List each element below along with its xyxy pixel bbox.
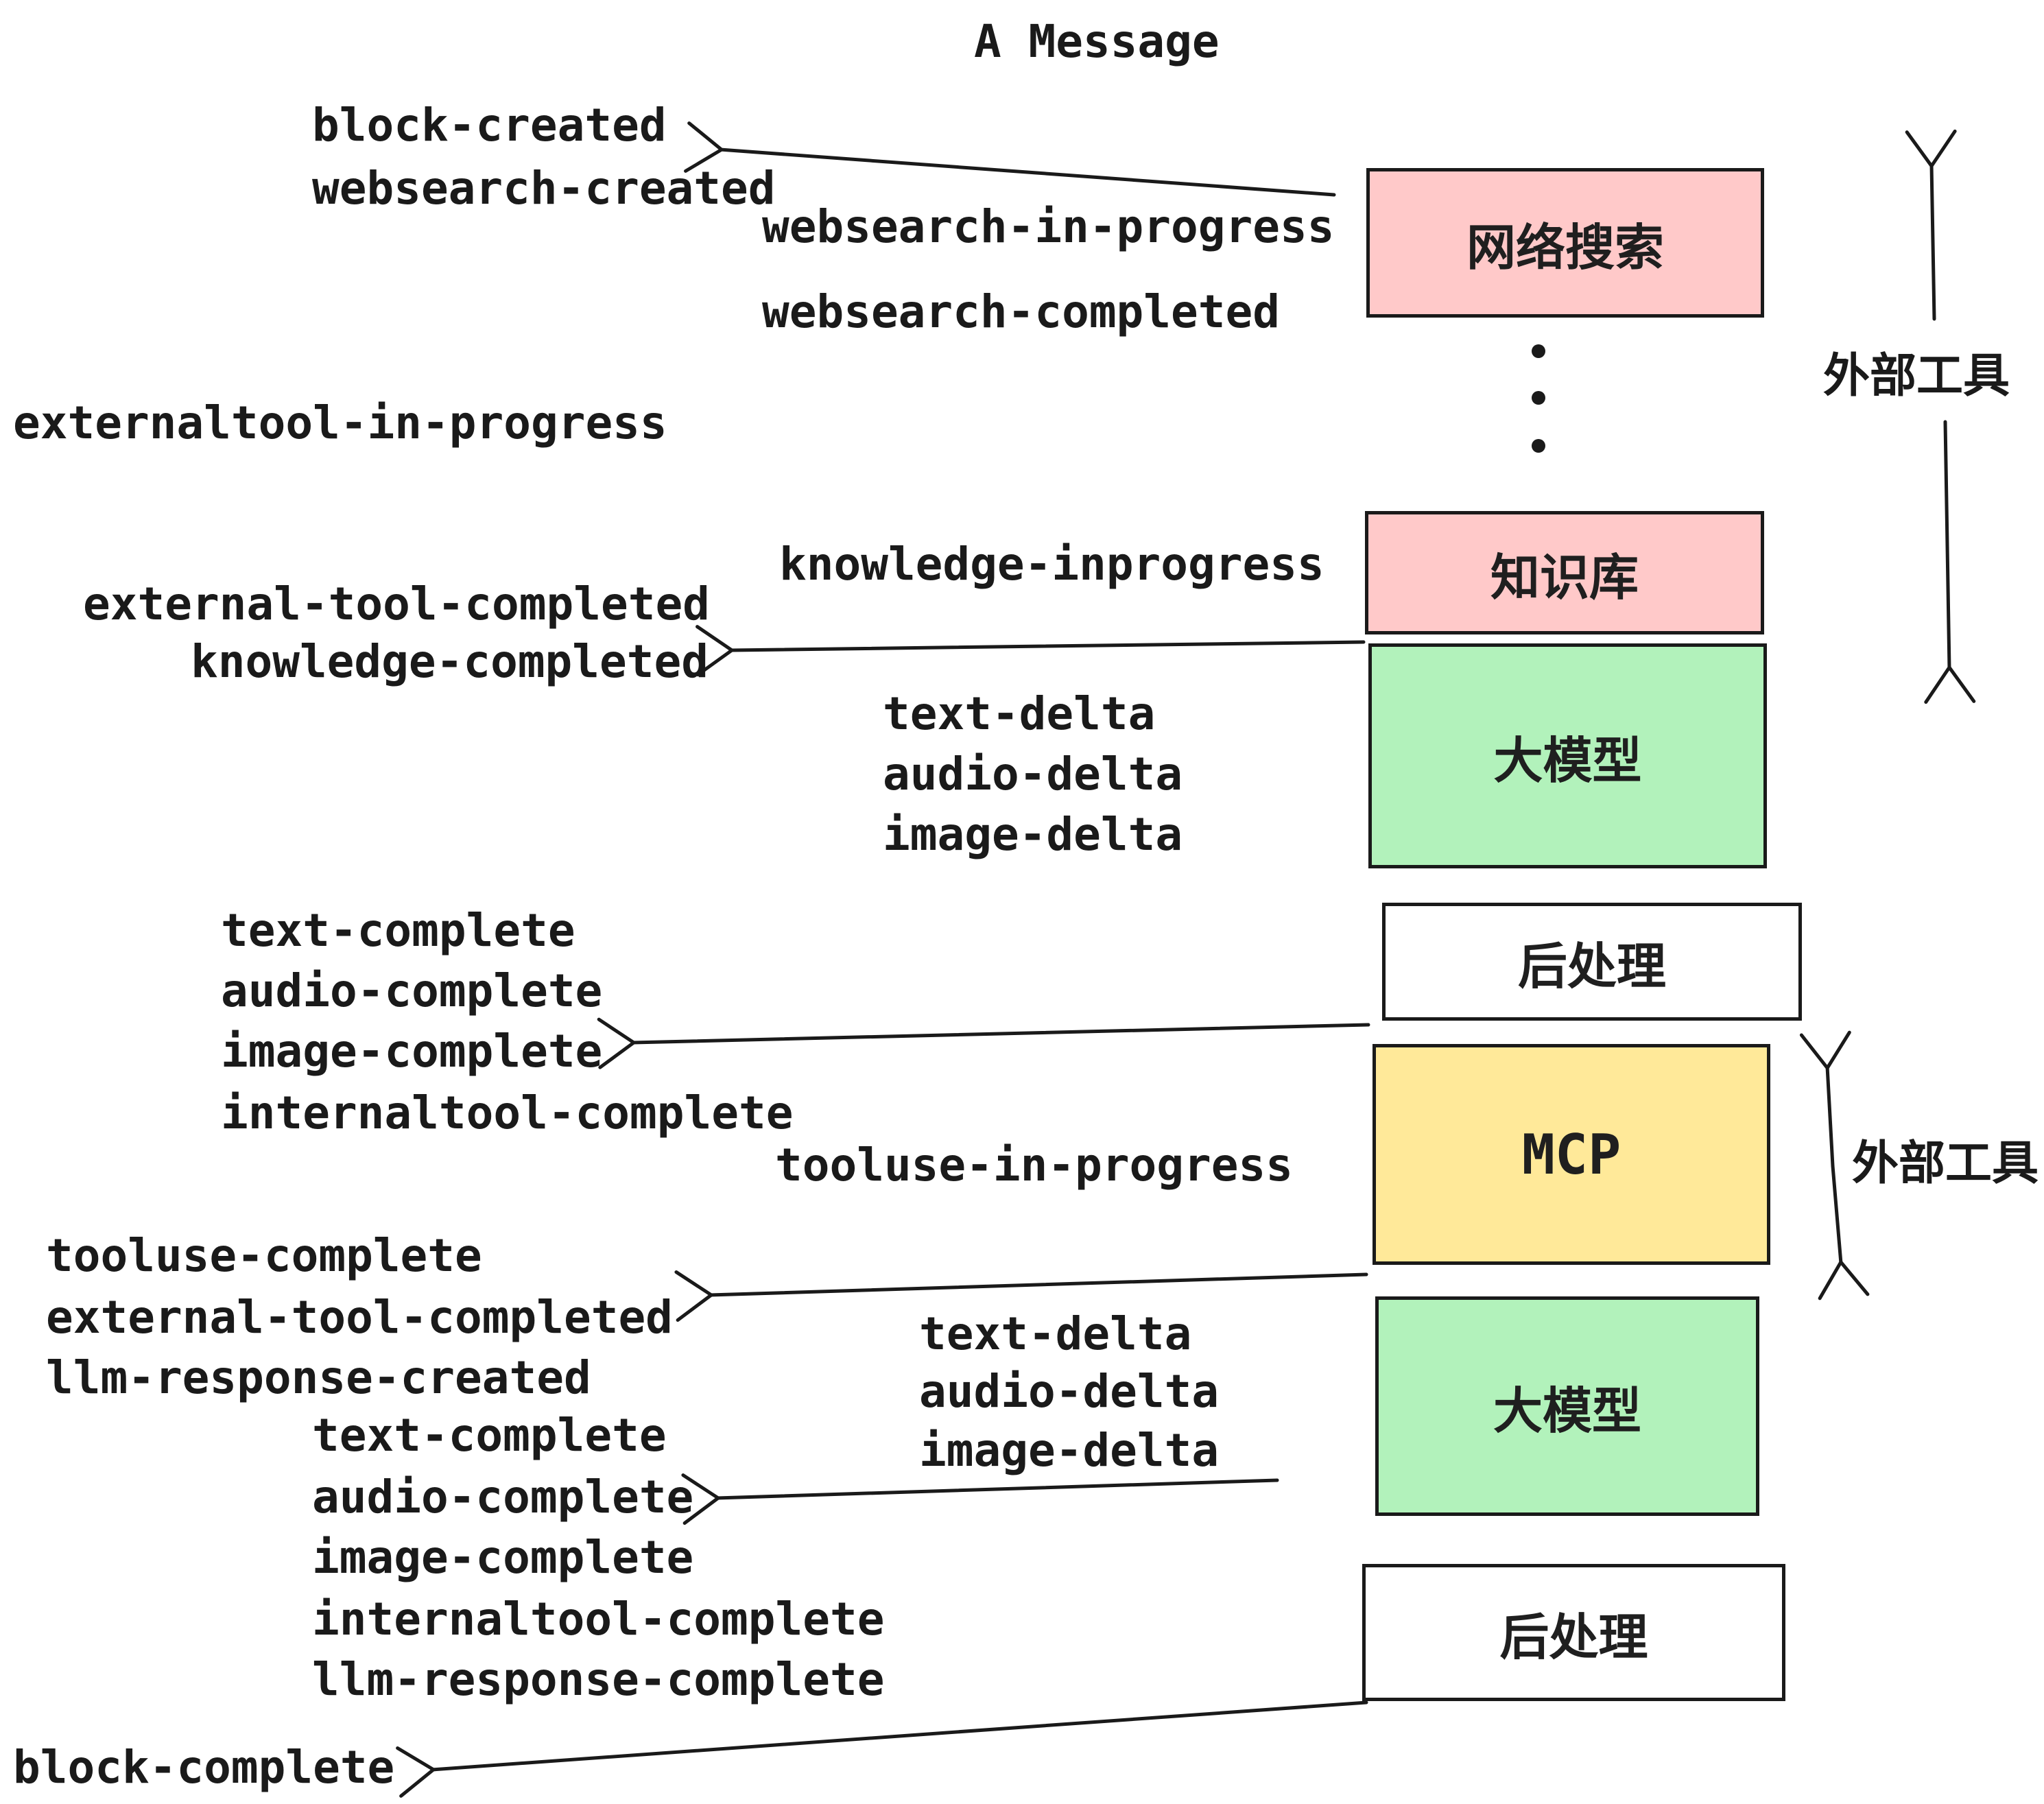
event-label-image-complete-2: image-complete (312, 1531, 694, 1584)
ellipsis-dot (1532, 391, 1545, 405)
event-label-tooluse-in-progress: tooluse-in-progress (775, 1139, 1293, 1191)
box-llm-1: 大模型 (1368, 643, 1767, 868)
external-tools-label-top: 外部工具 (1823, 349, 2010, 403)
external-tools-arrow-down-top (1924, 420, 1976, 704)
arrow-to-knowledge-completed (696, 625, 1366, 677)
box-mcp: MCP (1372, 1044, 1770, 1265)
box-postprocess-1-label: 后处理 (1517, 937, 1666, 995)
event-label-audio-complete: audio-complete (221, 964, 603, 1017)
arrow-to-tooluse-complete (674, 1270, 1368, 1322)
box-postprocess-2-label: 后处理 (1499, 1608, 1648, 1666)
event-label-text-complete: text-complete (221, 904, 575, 957)
box-knowledge: 知识库 (1365, 511, 1764, 634)
event-label-external-tool-completed: external-tool-completed (83, 578, 710, 630)
box-websearch: 网络搜索 (1366, 168, 1764, 318)
event-label-llm-response-created: llm-response-created (46, 1351, 591, 1404)
event-label-text-delta: text-delta (883, 687, 1156, 740)
event-label-image-complete: image-complete (221, 1025, 603, 1078)
diagram-title: A Message (974, 15, 1220, 68)
event-label-knowledge-inprogress: knowledge-inprogress (779, 538, 1324, 591)
event-label-externaltool-in-progress: externaltool-in-progress (13, 396, 667, 449)
arrow-to-block-created (684, 121, 1336, 197)
external-tools-label-mcp: 外部工具 (1852, 1137, 2039, 1191)
arrow-to-image-complete (597, 1017, 1370, 1069)
event-label-knowledge-completed: knowledge-completed (191, 635, 709, 688)
external-tools-arrow-down-mcp (1818, 1164, 1870, 1301)
event-label-external-tool-completed-2: external-tool-completed (46, 1291, 673, 1344)
event-label-block-created: block-created (312, 99, 667, 152)
event-label-websearch-completed: websearch-completed (762, 285, 1280, 338)
event-label-block-complete: block-complete (13, 1741, 395, 1794)
event-label-internaltool-complete-2: internaltool-complete (312, 1593, 885, 1646)
event-label-audio-delta: audio-delta (883, 748, 1183, 800)
box-postprocess-2: 后处理 (1362, 1564, 1785, 1701)
event-label-text-delta-2: text-delta (919, 1307, 1192, 1360)
arrow-to-block-complete (396, 1700, 1368, 1798)
event-label-internaltool-complete: internaltool-complete (221, 1087, 794, 1139)
event-label-image-delta-2: image-delta (919, 1424, 1220, 1477)
external-tools-arrow-up-top (1905, 129, 1957, 321)
event-label-websearch-in-progress: websearch-in-progress (762, 200, 1335, 253)
arrow-to-audio-complete (681, 1473, 1279, 1526)
external-tools-arrow-up-mcp (1799, 1030, 1851, 1168)
ellipsis-dot (1532, 344, 1545, 358)
box-websearch-label: 网络搜索 (1466, 218, 1664, 276)
event-label-tooluse-complete: tooluse-complete (46, 1229, 482, 1282)
event-label-image-delta: image-delta (883, 808, 1183, 861)
event-label-audio-complete-2: audio-complete (312, 1471, 694, 1523)
box-llm-2-label: 大模型 (1493, 1381, 1641, 1440)
box-llm-1-label: 大模型 (1493, 731, 1642, 790)
event-label-text-complete-2: text-complete (312, 1409, 667, 1462)
box-llm-2: 大模型 (1375, 1296, 1759, 1516)
ellipsis-dot (1532, 439, 1545, 453)
box-knowledge-label: 知识库 (1490, 548, 1639, 606)
box-postprocess-1: 后处理 (1382, 903, 1802, 1021)
ellipsis-dots (1532, 344, 1545, 453)
event-label-llm-response-complete: llm-response-complete (312, 1653, 885, 1706)
event-label-audio-delta-2: audio-delta (919, 1365, 1220, 1418)
box-mcp-label: MCP (1521, 1122, 1621, 1187)
